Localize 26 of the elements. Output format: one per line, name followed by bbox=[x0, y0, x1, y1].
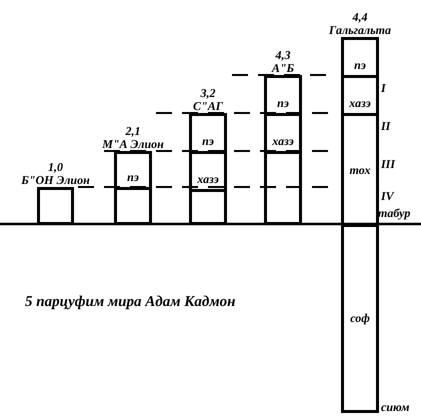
tabur-label: табур bbox=[378, 207, 410, 220]
segment-label: хазэ bbox=[349, 97, 371, 110]
segment-label: пэ bbox=[202, 135, 214, 148]
parzuf-name: С"АГ bbox=[193, 100, 223, 113]
level-label: III bbox=[381, 158, 396, 171]
parzuf-name: Б"ОН Элион bbox=[21, 174, 90, 187]
level-label: I bbox=[381, 82, 386, 95]
segment-label: пэ bbox=[127, 171, 139, 184]
parzuf-number: 3,2 bbox=[200, 87, 216, 100]
segment-label: пэ bbox=[277, 97, 289, 110]
segment-label: хазэ bbox=[197, 173, 219, 186]
diagram-title: 5 парцуфим мира Адам Кадмон bbox=[25, 294, 236, 311]
segment-label: соф bbox=[350, 312, 370, 325]
level-label: IV bbox=[381, 190, 394, 203]
segment-label: тох bbox=[350, 164, 370, 176]
parzuf-number: 4,3 bbox=[276, 49, 290, 62]
parzuf-name: А"Б bbox=[272, 62, 294, 75]
siyum-label: сиюм bbox=[381, 401, 410, 414]
parzuf-name: М"А Элион bbox=[102, 138, 164, 151]
level-label: II bbox=[381, 120, 390, 133]
parzuf-number: 4,4 bbox=[352, 11, 368, 24]
segment-label: хазэ bbox=[272, 135, 294, 148]
parzuf-name: Гальгальта bbox=[329, 24, 391, 37]
segment-label: пэ bbox=[354, 59, 366, 72]
parzuf-number: 1,0 bbox=[48, 161, 63, 174]
parzuf-number: 2,1 bbox=[126, 125, 140, 138]
